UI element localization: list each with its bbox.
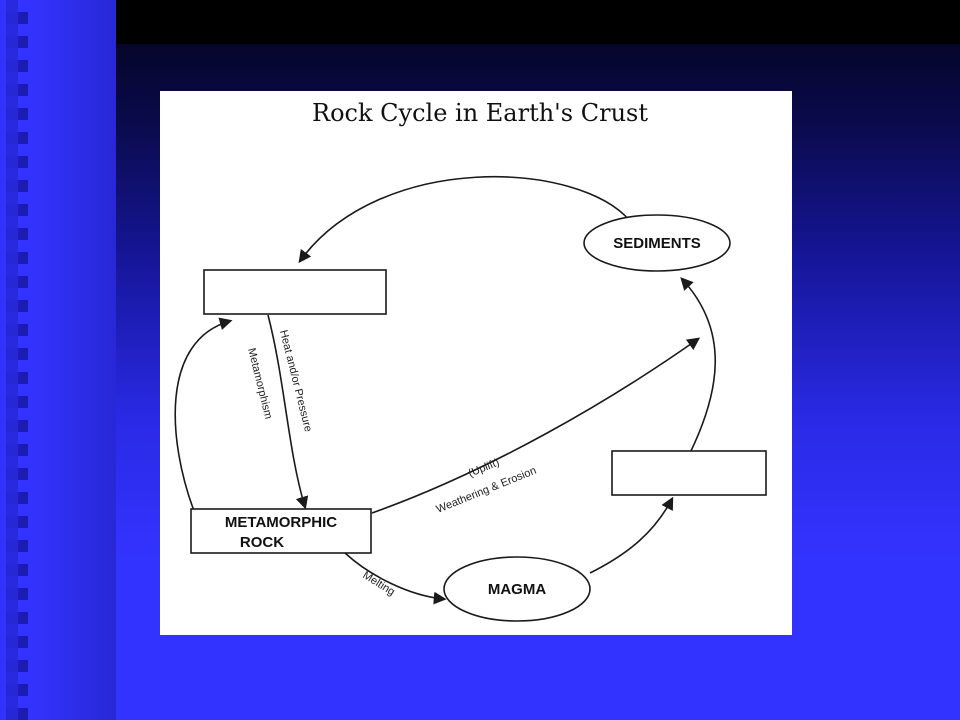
rock-cycle-diagram: Rock Cycle in Earth's Crust SEDIMENTS ME…	[160, 91, 792, 635]
diagram-title: Rock Cycle in Earth's Crust	[312, 99, 648, 127]
arrow-metamorphic-to-upper-box	[174, 317, 233, 512]
metamorphic-label-line2: ROCK	[240, 534, 284, 551]
arrow-sediments-to-upper-box	[298, 176, 631, 264]
arrow-metamorphic-to-sediments	[371, 337, 701, 514]
magma-label: MAGMA	[488, 581, 546, 598]
blank-box-right	[611, 450, 767, 496]
top-dark-band	[116, 0, 960, 44]
sediments-node	[583, 214, 731, 272]
decor-square-column	[6, 0, 28, 720]
arrow-metamorphic-to-magma	[344, 552, 447, 605]
arrow-upper-box-to-metamorphic	[267, 314, 309, 510]
edge-label-metamorphism: Metamorphism	[245, 347, 274, 420]
metamorphic-label-line1: METAMORPHIC	[225, 514, 337, 531]
arrow-right-box-to-sediments	[680, 277, 716, 454]
diagram-canvas: Rock Cycle in Earth's Crust SEDIMENTS ME…	[174, 99, 767, 622]
edge-label-heat-pressure: Heat and/or Pressure	[277, 329, 314, 433]
sediments-label: SEDIMENTS	[613, 235, 701, 252]
edge-label-uplift: (Uplift)	[467, 457, 502, 480]
blank-box-upper-left	[203, 269, 387, 315]
magma-node	[443, 556, 591, 622]
edge-label-melting: Melting	[360, 569, 396, 598]
metamorphic-rock-node	[190, 508, 372, 554]
arrow-magma-to-right-box	[589, 496, 674, 574]
